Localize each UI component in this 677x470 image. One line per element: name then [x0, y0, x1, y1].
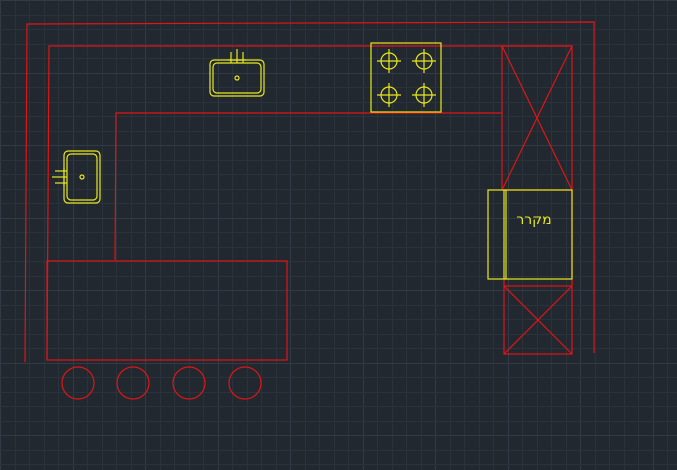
tall-cabinet-bottom-cross-b	[503, 285, 573, 355]
outer-wall	[24, 21, 595, 363]
sink-icon	[52, 150, 101, 204]
kitchen-island	[46, 260, 288, 361]
bar-stool-icon	[172, 366, 206, 400]
inner-counter-edge	[46, 45, 572, 361]
fridge-door	[487, 189, 505, 280]
walls	[24, 21, 595, 363]
tall-cabinet-bottom	[503, 285, 573, 355]
sink-icon	[209, 49, 265, 97]
fridge-body	[505, 189, 573, 280]
stove-icon	[370, 42, 442, 113]
burner-icon	[412, 83, 436, 107]
burner-icon	[377, 49, 401, 73]
fridge-label: מקרר	[516, 212, 551, 228]
bar-stools	[61, 366, 262, 400]
burner-icon	[412, 49, 436, 73]
burner-icon	[377, 83, 401, 107]
bar-stool-icon	[228, 366, 262, 400]
tall-cabinet-top-cross-b	[501, 45, 573, 191]
fridge: מקרר	[487, 189, 573, 280]
bar-stool-icon	[116, 366, 150, 400]
counter-back-line	[114, 112, 502, 261]
bar-stool-icon	[61, 366, 95, 400]
